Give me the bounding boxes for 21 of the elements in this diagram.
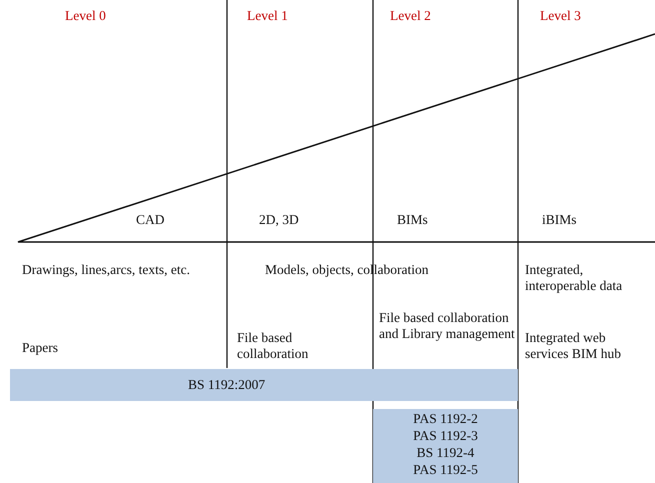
- standard-label: PAS 1192-3: [413, 428, 478, 444]
- description-text: Integrated, interoperable data: [525, 262, 624, 294]
- level-heading: Level 0: [65, 8, 107, 24]
- level-heading: Level 1: [247, 8, 289, 24]
- standard-label: PAS 1192-2: [413, 411, 478, 427]
- standard-label: BS 1192:2007: [188, 377, 266, 393]
- stage-label: iBIMs: [542, 212, 578, 228]
- description-text: File based collaboration and Library management: [379, 310, 516, 342]
- stage-label: BIMs: [397, 212, 429, 228]
- description-text: Integrated web services BIM hub: [525, 330, 622, 362]
- stage-label: 2D, 3D: [259, 212, 300, 228]
- standards-box: [373, 409, 518, 483]
- description-text: Papers: [22, 340, 59, 356]
- level-heading: Level 2: [390, 8, 432, 24]
- level-heading: Level 3: [540, 8, 582, 24]
- description-text: Drawings, lines,arcs, texts, etc.: [22, 262, 191, 278]
- stage-label: CAD: [136, 212, 166, 228]
- standard-label: BS 1192-4: [416, 445, 474, 461]
- standard-band: [10, 369, 518, 401]
- standard-label: PAS 1192-5: [413, 462, 478, 478]
- description-text: File based collaboration: [237, 330, 310, 362]
